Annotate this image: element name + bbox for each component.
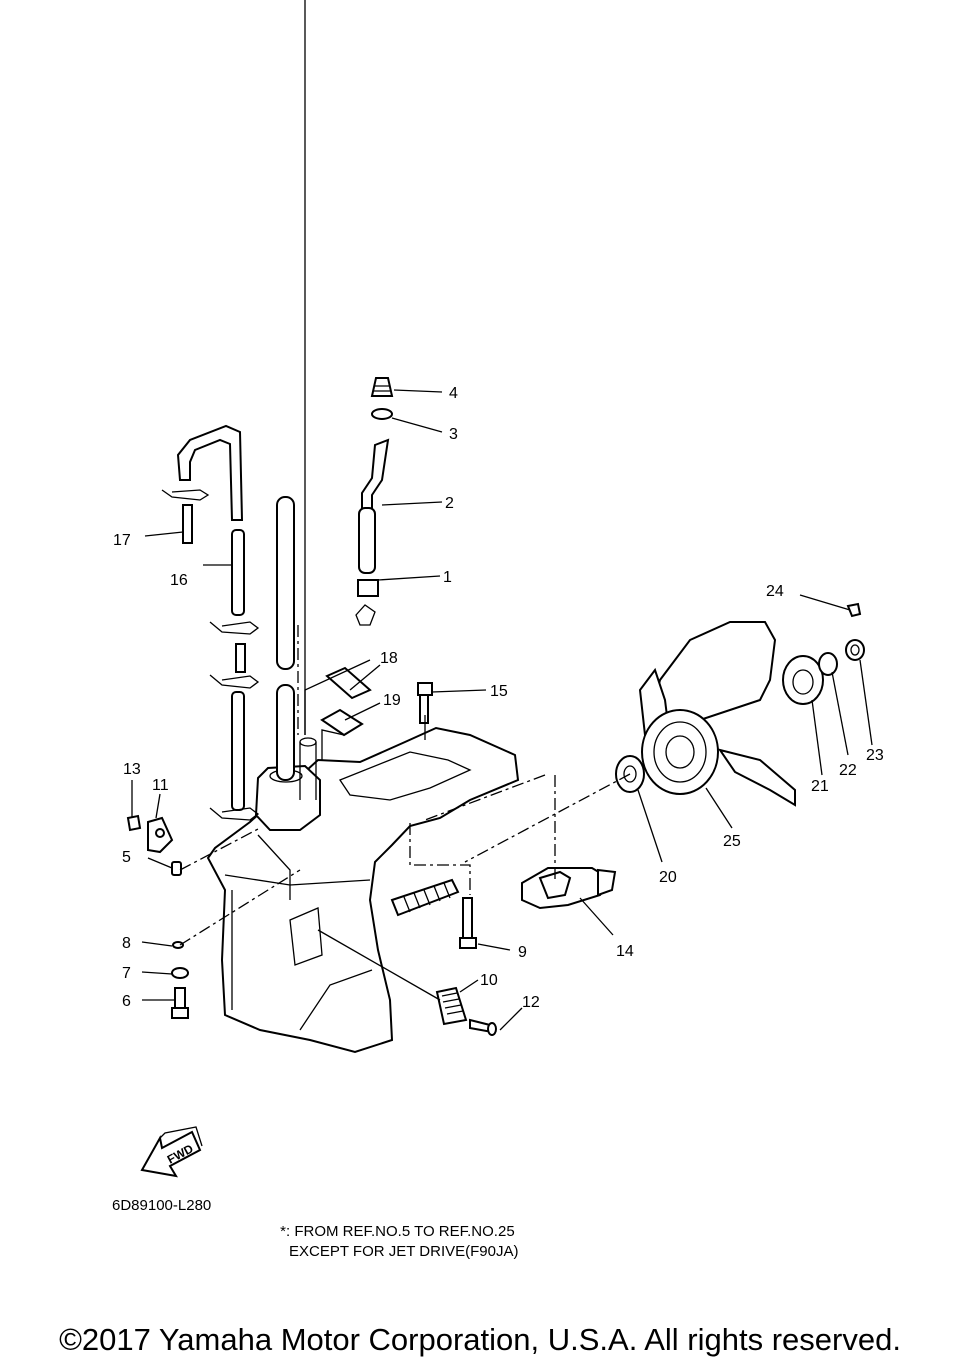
callout-21: 21 [811,778,829,795]
diagram-code: 6D89100-L280 [112,1197,212,1214]
note-marker: * [280,1223,286,1240]
callout-22: 22 [839,762,857,779]
trim-tab-anode [521,867,617,910]
callout-9: 9 [518,944,527,961]
callout-12: 12 [522,994,540,1011]
note-line-1: : FROM REF.NO.5 TO REF.NO.25 [286,1223,515,1240]
lower-casing [206,726,520,1054]
copyright: ©2017 Yamaha Motor Corporation, U.S.A. A… [59,1322,901,1357]
callout-15: 15 [490,683,508,700]
callout-16: 16 [170,572,188,589]
callout-6: 6 [122,993,131,1010]
callout-25: 25 [723,833,741,850]
callout-10: 10 [480,972,498,989]
callout-8: 8 [122,935,131,952]
callout-5: 5 [122,849,131,866]
leader-lines [131,0,873,1031]
callout-1: 1 [443,569,452,586]
callout-labels: 1 2 3 4 5 6 7 8 9 10 11 12 13 14 15 16 1… [113,385,884,1011]
callout-11: 11 [152,777,169,794]
callout-14: 14 [616,943,634,960]
center-lines [179,625,631,946]
callout-23: 23 [866,747,884,764]
callout-7: 7 [122,965,131,982]
callout-3: 3 [449,426,458,443]
callout-4: 4 [449,385,458,402]
note: *: FROM REF.NO.5 TO REF.NO.25 EXCEPT FOR… [268,1222,519,1262]
callout-17: 17 [113,532,131,549]
callout-13: 13 [123,761,141,778]
propeller-assembly [615,602,865,807]
callout-20: 20 [659,869,677,886]
callout-24: 24 [766,583,784,600]
note-line-2: EXCEPT FOR JET DRIVE(F90JA) [289,1243,519,1260]
fwd-arrow: FWD [140,1126,203,1178]
callout-19: 19 [383,692,401,709]
water-tubes [161,377,394,821]
callout-18: 18 [380,650,398,667]
callout-2: 2 [445,495,454,512]
